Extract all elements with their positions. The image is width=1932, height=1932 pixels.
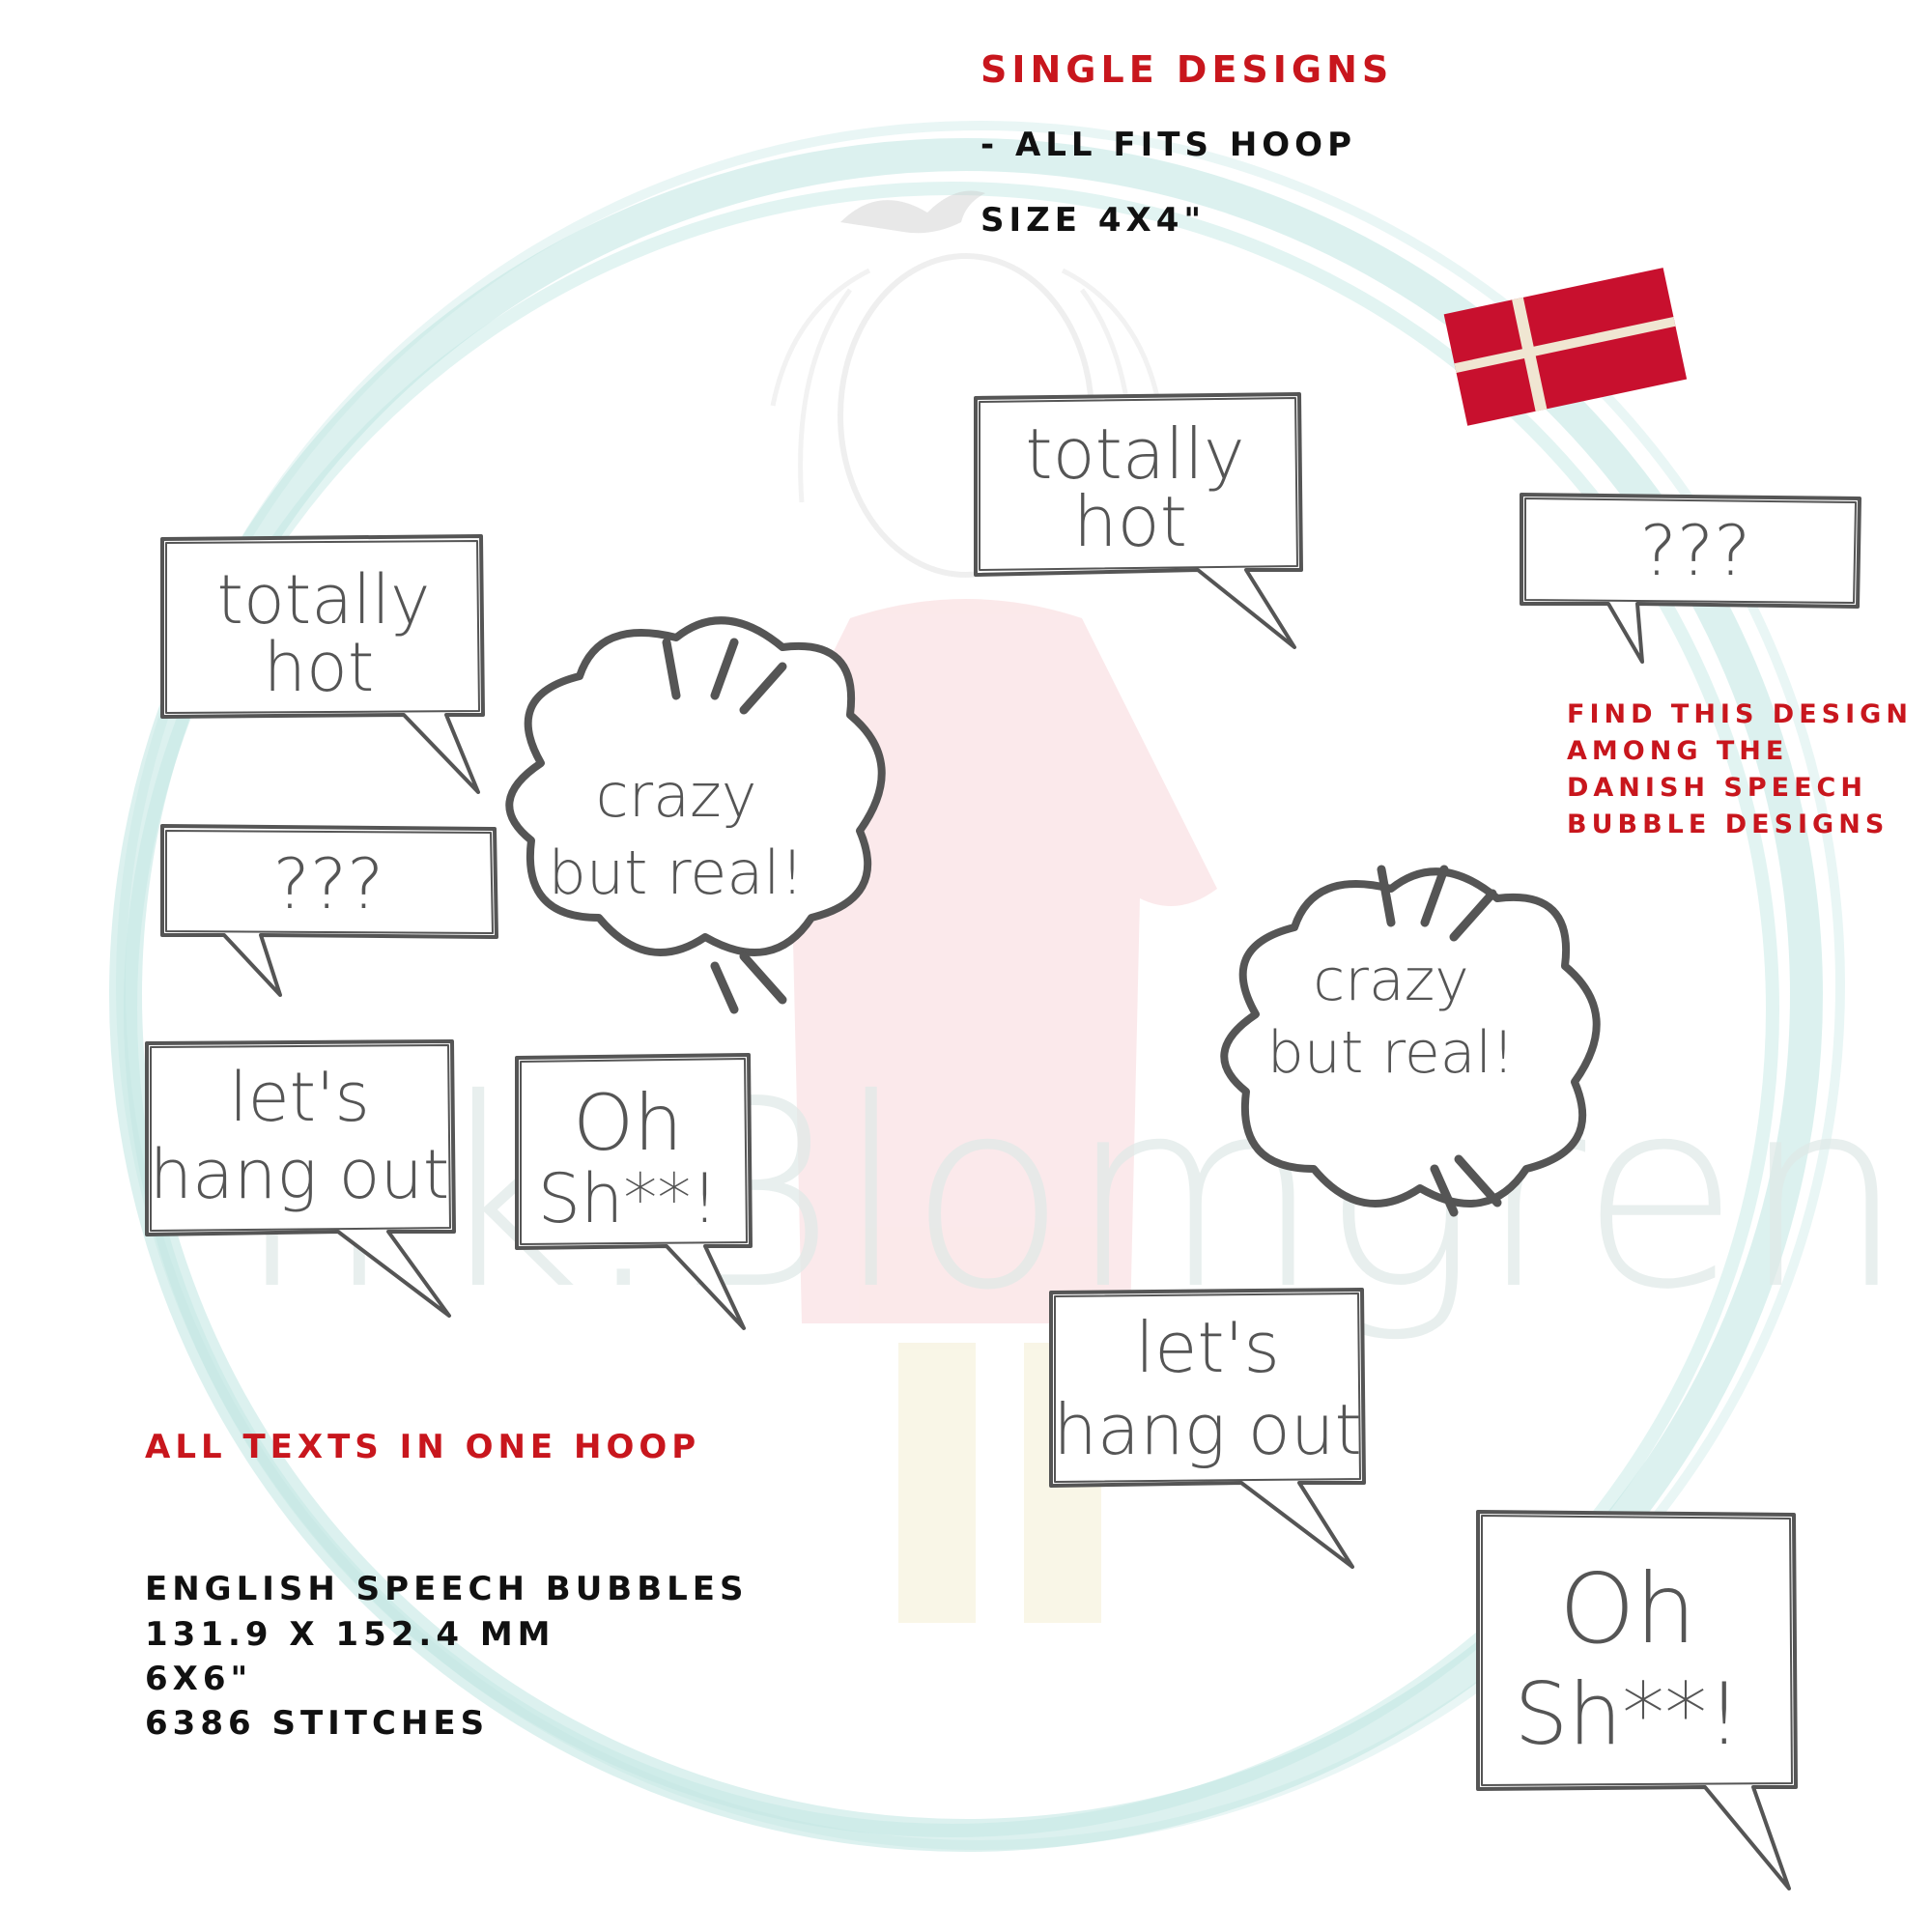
bubble-totally-hot-left: totally hot [160, 534, 485, 794]
product-name: English Speech Bubbles [145, 1570, 749, 1608]
bubble-text-hang-out: hang out [150, 1135, 450, 1214]
find-design-line3: Danish speech [1567, 773, 1867, 803]
bubble-question-right: ??? [1520, 493, 1861, 664]
single-designs-hoop-line: - all fits hoop [980, 126, 1357, 164]
bubble-hangout-left: let's hang out [145, 1039, 456, 1318]
product-stitch-count: 6386 stitches [145, 1704, 490, 1743]
bubble-oh-right: Oh Sh**! [1476, 1510, 1798, 1890]
bubble-text-hot: hot [1073, 481, 1187, 562]
bubble-text-totally: totally [217, 560, 431, 639]
bubble-text-lets: let's [1135, 1307, 1280, 1388]
bubble-question-left: ??? [160, 824, 498, 997]
bubble-crazy-right: crazy but real! [1220, 865, 1601, 1217]
bubble-text-but-real: but real! [1267, 1019, 1515, 1087]
bubble-text-sh: Sh**! [538, 1159, 719, 1238]
bubble-text-hot: hot [264, 628, 375, 707]
bubble-crazy-left: crazy but real! [505, 616, 886, 1014]
bubble-text-oh: Oh [573, 1078, 683, 1168]
bubble-text-hang-out: hang out [1053, 1389, 1361, 1470]
find-design-line4: bubble designs [1567, 810, 1889, 839]
bubble-totally-hot-center: totally hot [974, 392, 1303, 649]
find-design-line1: Find this design [1567, 699, 1913, 729]
single-designs-title: Single designs [980, 48, 1394, 91]
all-texts-caption: All texts in one hoop [145, 1428, 701, 1466]
bubble-text-but-real: but real! [548, 838, 804, 908]
product-size-mm: 131.9 x 152.4 mm [145, 1615, 555, 1654]
bubble-text-question: ??? [1640, 510, 1751, 591]
bubble-text-sh: Sh**! [1515, 1664, 1742, 1764]
product-size-inch: 6x6" [145, 1660, 253, 1698]
single-designs-size-line: size 4x4" [980, 201, 1207, 240]
bubble-hangout-center: let's hang out [1049, 1288, 1366, 1569]
bubble-oh-left: Oh Sh**! [515, 1053, 753, 1330]
bubble-text-crazy: crazy [596, 760, 757, 831]
bubble-text-totally: totally [1025, 413, 1244, 495]
danish-flag-icon [1443, 268, 1688, 426]
bubble-text-oh: Oh [1559, 1552, 1696, 1665]
bubble-text-lets: let's [229, 1058, 370, 1137]
bubble-text-crazy: crazy [1313, 947, 1468, 1014]
bubble-text-question: ??? [273, 843, 384, 924]
find-design-line2: among the [1567, 736, 1789, 766]
hoop-rings-icon [109, 121, 1845, 1852]
